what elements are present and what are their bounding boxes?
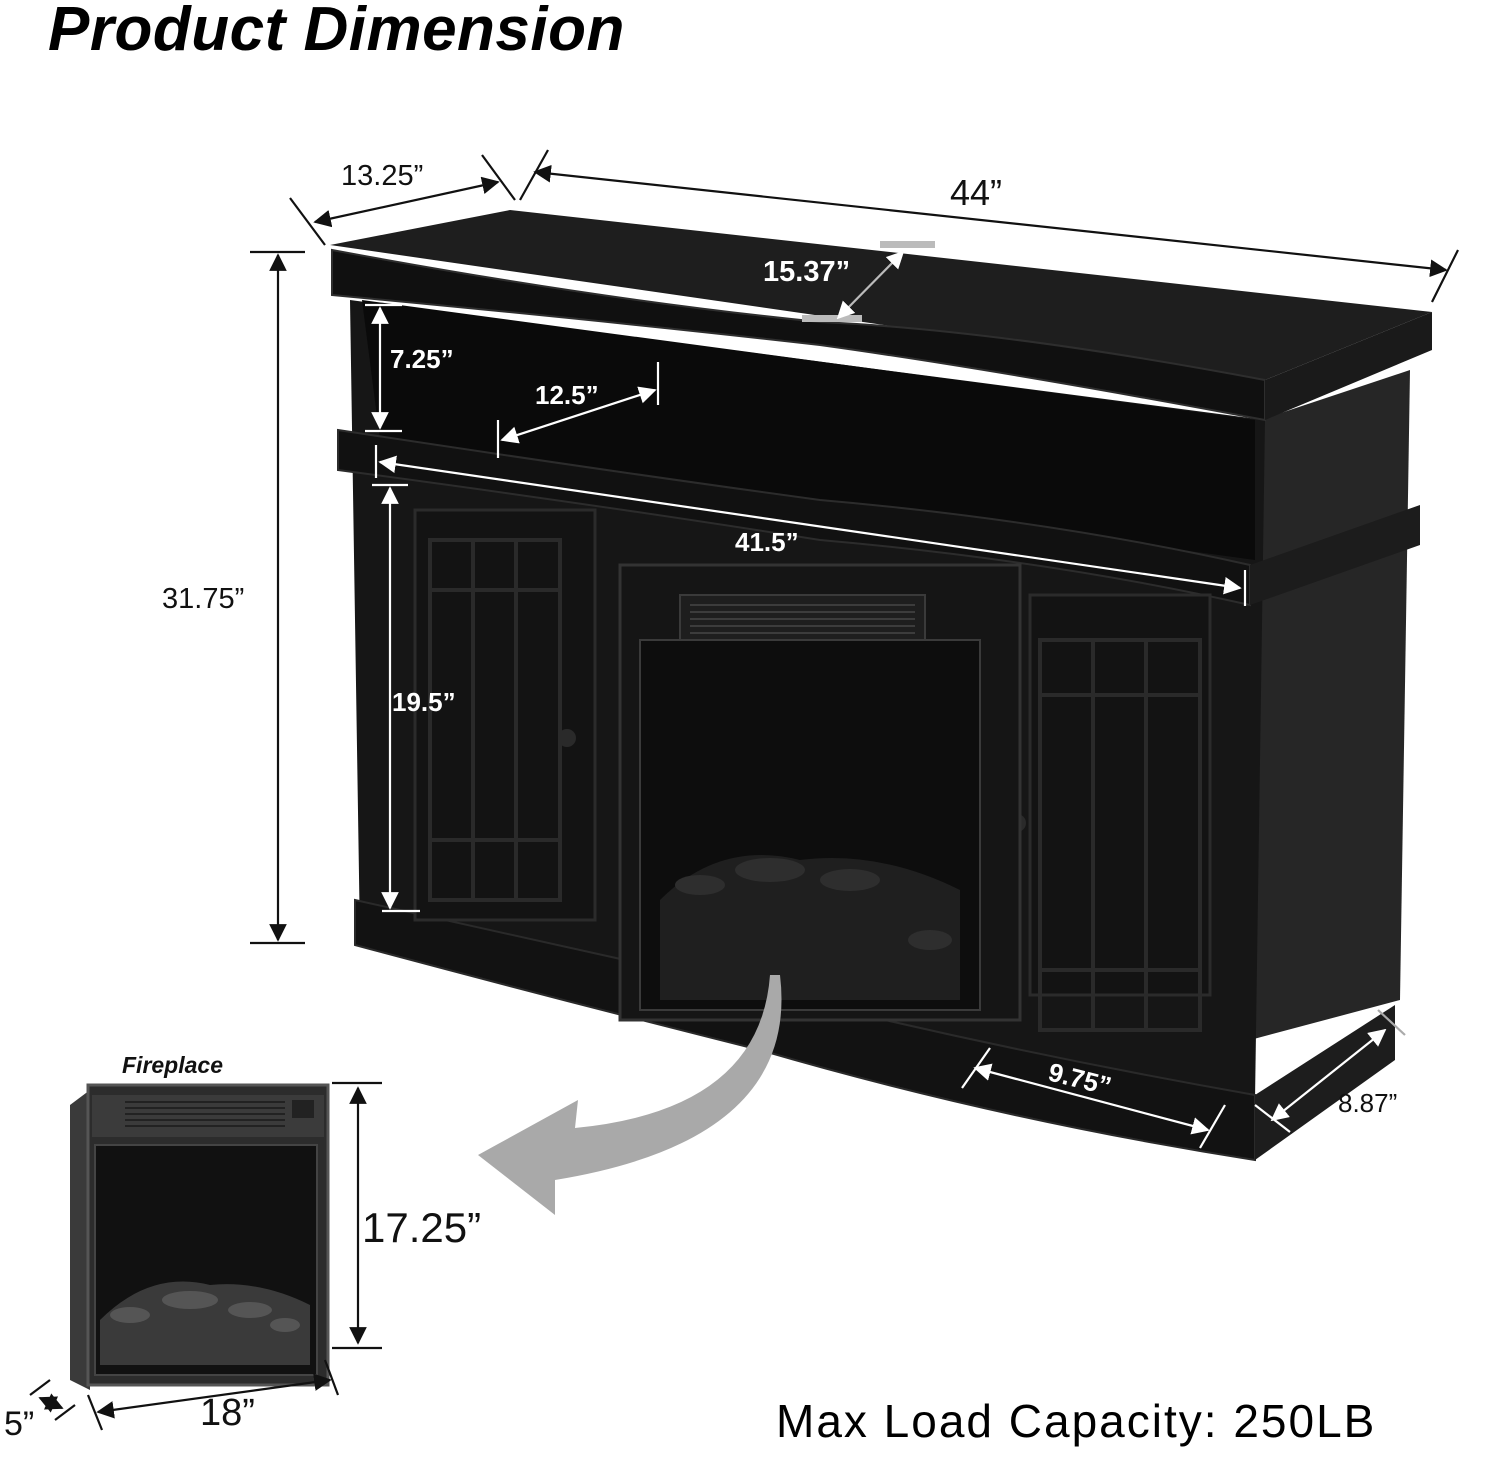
max-load-capacity: Max Load Capacity: 250LB xyxy=(776,1394,1376,1448)
top-depth-label: 13.25” xyxy=(341,160,424,192)
shelf-depth-label: 12.5” xyxy=(535,380,599,410)
callout-arrow xyxy=(478,975,782,1215)
total-width-label: 44” xyxy=(950,172,1003,213)
fireplace-depth-label: 5” xyxy=(4,1405,35,1443)
max-load-label: Max Load Capacity: xyxy=(776,1395,1219,1447)
shelf-height-label: 7.25” xyxy=(390,344,454,374)
inner-width-label: 41.5” xyxy=(735,527,799,557)
dimension-lines xyxy=(250,149,1459,1149)
fireplace-height-label: 17.25” xyxy=(362,1204,482,1251)
max-load-value: 250LB xyxy=(1233,1395,1377,1447)
fireplace-label: Fireplace xyxy=(122,1052,223,1078)
cabinet-height-label: 19.5” xyxy=(392,687,456,717)
fireplace-insert xyxy=(70,1083,330,1390)
tv-stand xyxy=(330,210,1432,1162)
total-height-label: 31.75” xyxy=(162,583,245,615)
fireplace-width-label: 18” xyxy=(200,1392,255,1434)
top-center-depth-label: 15.37” xyxy=(763,256,851,288)
base-depth-label: 8.87” xyxy=(1338,1088,1398,1118)
page-title: Product Dimension xyxy=(48,0,625,64)
fireplace-dimension-lines xyxy=(29,1081,382,1431)
